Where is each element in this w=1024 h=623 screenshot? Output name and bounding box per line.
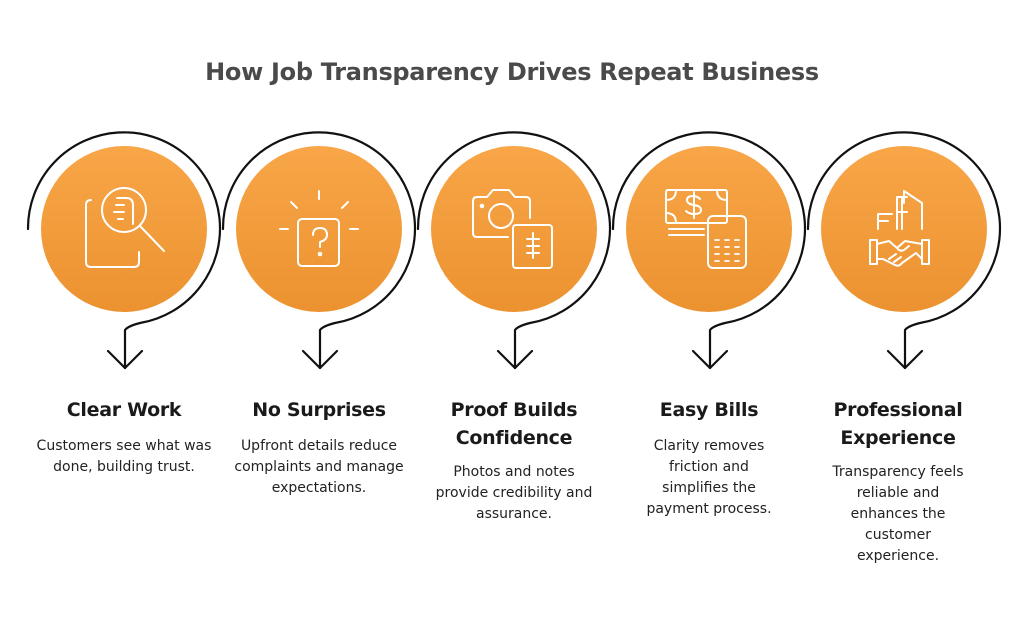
- arrow-head-2: [301, 349, 339, 370]
- step-4: Easy Bills Clarity removes friction and …: [621, 396, 797, 520]
- flow-ring-1: [26, 131, 222, 370]
- step-description: Photos and notes provide credibility and…: [435, 464, 593, 522]
- step-5: Professional Experience Transparency fee…: [806, 396, 990, 567]
- step-circle-5: [821, 146, 987, 312]
- question-box-icon: [279, 190, 359, 267]
- arrow-head-1: [106, 349, 144, 370]
- step-description: Clarity removes friction and simplifies …: [646, 438, 772, 517]
- flow-ring-3: [416, 131, 612, 370]
- camera-notes-icon: [472, 189, 553, 269]
- step-circle-1: [41, 146, 207, 312]
- diagram-title: How Job Transparency Drives Repeat Busin…: [205, 58, 819, 86]
- step-description: Upfront details reduce complaints and ma…: [234, 438, 404, 496]
- step-3: Proof Builds Confidence Photos and notes…: [424, 396, 604, 525]
- building-handshake-icon: [869, 190, 930, 267]
- step-title: Professional Experience: [833, 399, 963, 449]
- step-title: No Surprises: [252, 399, 386, 421]
- step-title: Clear Work: [66, 399, 182, 421]
- flow-ring-5: [806, 131, 1002, 370]
- flow-ring-2: [221, 131, 417, 370]
- step-2: No Surprises Upfront details reduce comp…: [231, 396, 407, 499]
- flow-ring-4: [611, 131, 807, 370]
- flow-rings: [26, 131, 1002, 370]
- step-1: Clear Work Customers see what was done, …: [36, 396, 212, 478]
- arrow-head-4: [691, 349, 729, 370]
- arrow-head-3: [496, 349, 534, 370]
- arrow-head-5: [886, 349, 924, 370]
- money-calculator-icon: [665, 189, 747, 269]
- step-description: Customers see what was done, building tr…: [36, 438, 212, 475]
- step-description: Transparency feels reliable and enhances…: [832, 464, 964, 564]
- step-title: Proof Builds Confidence: [450, 399, 578, 449]
- document-search-icon: [85, 187, 165, 268]
- step-title: Easy Bills: [659, 399, 759, 421]
